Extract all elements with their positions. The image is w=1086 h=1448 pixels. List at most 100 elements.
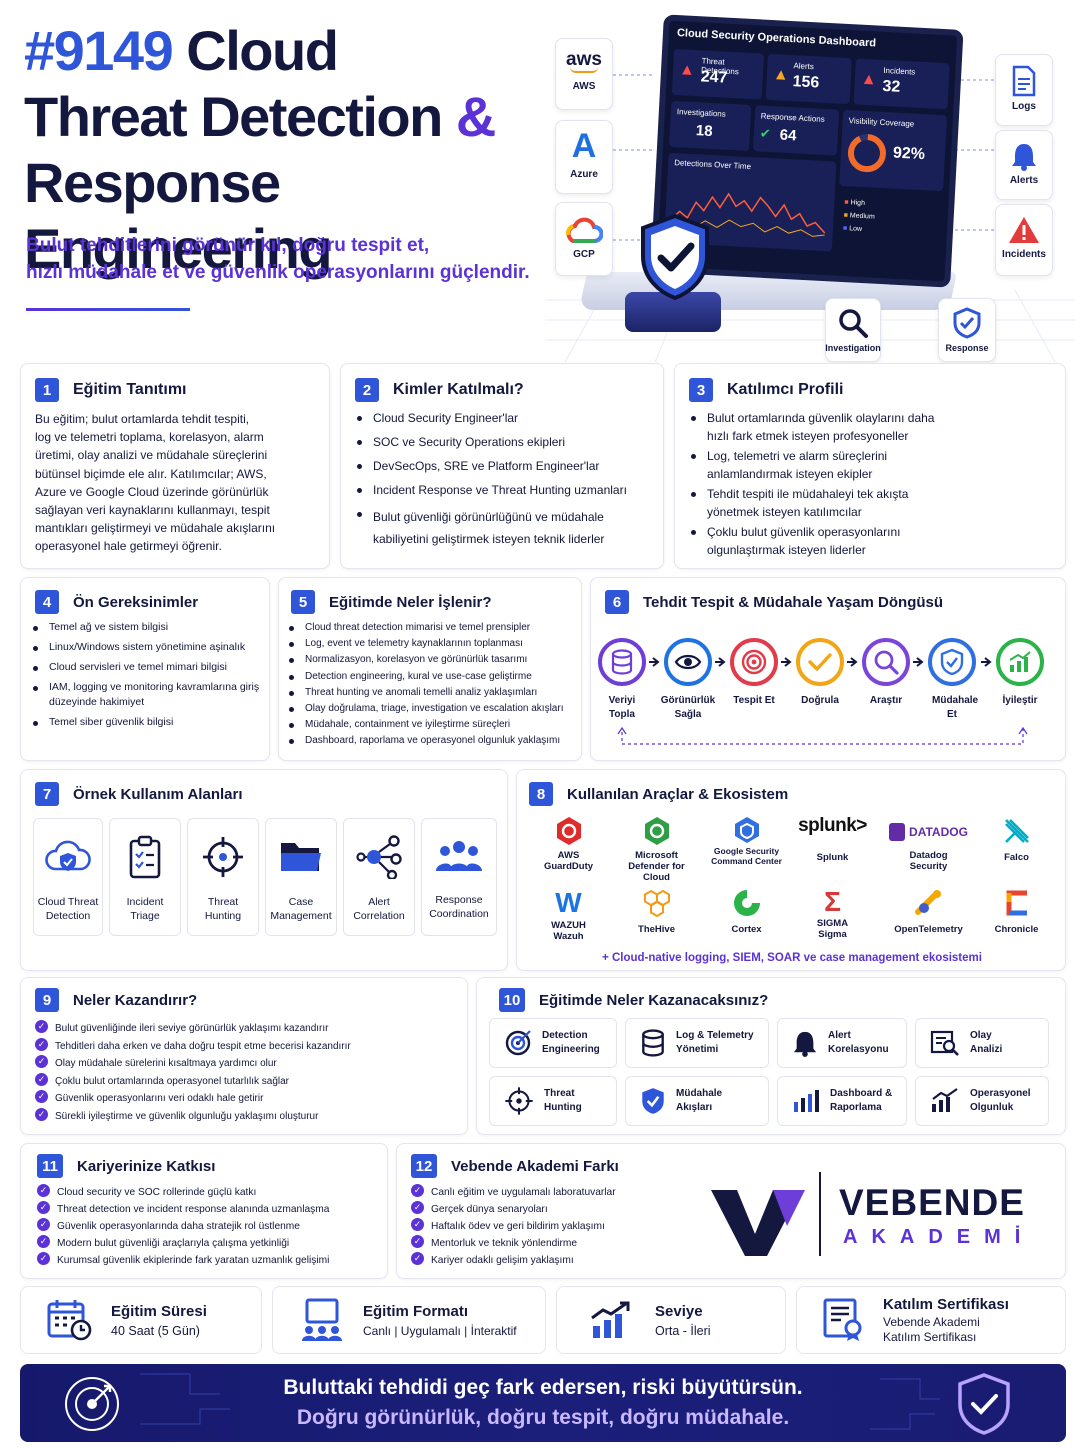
folder-icon (281, 843, 321, 871)
list-item: Cloud Security Engineer'lar (355, 410, 655, 427)
aws-smile-icon (570, 67, 598, 73)
analysis-icon (930, 1030, 959, 1056)
response-card: Response (938, 298, 996, 362)
gain-operational-maturity: Operasyonel Olgunluk (915, 1076, 1049, 1126)
tool-splunk: splunk> Splunk (798, 815, 867, 863)
section-1-body: Bu eğitim; bulut ortamlarda tehdit tespi… (35, 412, 276, 554)
lifecycle-step-visibility: Görünürlük Sağla (657, 638, 719, 722)
page-subtitle: Bulut tehditlerini görünür kıl, doğru te… (26, 235, 530, 283)
warning-icon (1009, 217, 1039, 243)
shield-check-icon (958, 1373, 1010, 1435)
list-item: Cloud security ve SOC rollerinde güçlü k… (37, 1184, 385, 1201)
lifecycle-steps: Veriyi Topla Görünürlük Sağla Tespit Et … (591, 638, 1067, 748)
list-item: Bulut güvenliğinde ileri seviye görünürl… (35, 1020, 465, 1038)
lifecycle-step-detect: Tespit Et (723, 638, 785, 708)
gcp-card: GCP (555, 202, 613, 276)
tool-aws-guardduty: AWS GuardDuty (521, 816, 616, 872)
tool-thehive: TheHive (609, 888, 704, 935)
list-item: Olay doğrulama, triage, investigation ve… (287, 701, 579, 717)
crosshair-icon (203, 837, 243, 877)
tool-wazuh: W WAZUH Wazuh (551, 887, 586, 943)
lifecycle-arrows (617, 657, 1028, 745)
eye-icon (674, 654, 702, 670)
metric-investigations: Investigations 18 (669, 100, 752, 151)
tool-datadog: DATADOG Datadog Security (881, 820, 976, 872)
clipboard-icon (129, 835, 161, 879)
database-icon (642, 1029, 664, 1057)
target-icon (505, 1030, 531, 1056)
tool-opentelemetry: OpenTelemetry (881, 888, 976, 935)
tool-defender-for-cloud: Microsoft Defender for Cloud (609, 816, 704, 883)
usecase-alert-correlation: Alert Correlation (343, 818, 415, 936)
presentation-icon (302, 1298, 342, 1341)
gain-response-flows: Müdahale Akışları (625, 1076, 769, 1126)
splunk-logo: splunk> (798, 815, 867, 836)
info-certificate: Katılım Sertifikası Vebende Akademi Katı… (796, 1286, 1066, 1354)
metric-visibility: Visibility Coverage 92% (839, 109, 948, 192)
target-icon (741, 649, 767, 675)
list-item: Log, telemetri ve alarm süreçlerini anla… (689, 448, 954, 483)
shield-icon (642, 1088, 664, 1114)
shield-check-icon (641, 213, 709, 301)
gain-detection-engineering: Detection Engineering (489, 1018, 617, 1068)
list-item: Olay müdahale sürelerini kısaltmaya yard… (35, 1055, 465, 1073)
list-item: Temel siber güvenlik bilgisi (31, 715, 266, 730)
network-icon (356, 835, 402, 879)
list-item: Bulut ortamlarında güvenlik olaylarını d… (689, 410, 954, 445)
shield-icon (940, 648, 964, 676)
usecase-incident-triage: Incident Triage (109, 818, 181, 936)
list-item: Dashboard, raporlama ve operasyonel olgu… (287, 733, 579, 749)
section-9-list: Bulut güvenliğinde ileri seviye görünürl… (35, 1020, 465, 1125)
list-item: Normalizasyon, korelasyon ve görünürlük … (287, 652, 579, 668)
tool-sigma: Σ SIGMA Sigma (816, 886, 849, 940)
google-scc-icon (734, 817, 759, 843)
list-item: Güvenlik operasyonlarında daha stratejik… (37, 1218, 385, 1235)
list-item: Bulut güvenliği görünürlüğünü ve müdahal… (355, 506, 655, 550)
metric-threats: ▲ Threat Detections 247 (671, 48, 765, 100)
gain-alert-correlation: Alert Korelasyonu (777, 1018, 907, 1068)
bar-chart-icon (794, 1090, 819, 1112)
list-item: Çoklu bulut güvenlik operasyonlarını olg… (689, 524, 954, 559)
investigation-card: Investigation (825, 298, 881, 362)
lifecycle-step-investigate: Araştır (855, 638, 917, 708)
list-item: Canlı eğitim ve uygulamalı laboratuvarla… (411, 1184, 701, 1201)
tools-footer: + Cloud-native logging, SIEM, SOAR ve ca… (602, 952, 982, 964)
certificate-icon (823, 1298, 862, 1341)
brand-divider (819, 1172, 821, 1256)
brand-name: VEBENDE (839, 1182, 1025, 1223)
banner-line-2: Doğru görünürlük, doğru tespit, doğru mü… (296, 1406, 790, 1429)
list-item: Kurumsal güvenlik ekiplerinde fark yarat… (37, 1252, 385, 1269)
banner-circuit (140, 1373, 940, 1430)
falco-icon (1004, 819, 1029, 843)
gcp-logo-icon (565, 217, 603, 243)
list-item: Modern bulut güvenliği araçlarıyla çalış… (37, 1235, 385, 1252)
target-icon (65, 1377, 119, 1431)
gain-threat-hunting: Threat Hunting (489, 1076, 617, 1126)
list-item: Temel ağ ve sistem bilgisi (31, 620, 266, 635)
list-item: SOC ve Security Operations ekipleri (355, 434, 655, 451)
bell-icon: ▲ (772, 66, 790, 84)
check-icon: ✔ (759, 125, 772, 142)
lifecycle-step-improve: İyileştir (989, 638, 1051, 708)
bell-icon (1012, 144, 1036, 171)
list-item: Cloud servisleri ve temel mimari bilgisi (31, 660, 266, 675)
lifecycle-step-collect: Veriyi Topla (591, 638, 653, 722)
section-11-list: Cloud security ve SOC rollerinde güçlü k… (37, 1184, 385, 1269)
cloud-shield-icon (45, 840, 91, 871)
dashboard-title: Cloud Security Operations Dashboard (676, 27, 877, 50)
list-item: Log, event ve telemetry kaynaklarının to… (287, 636, 579, 652)
